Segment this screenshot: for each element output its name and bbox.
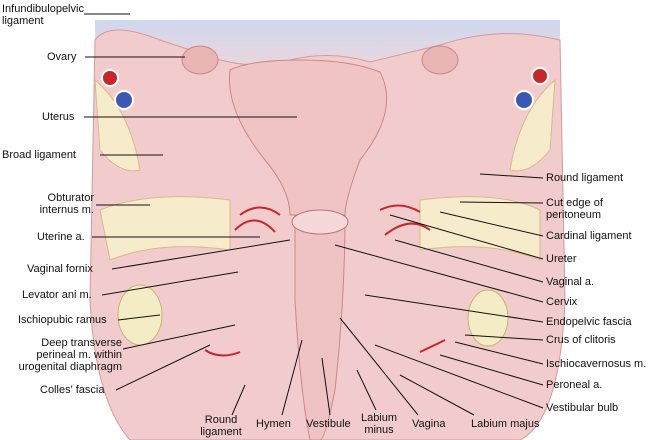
label-ureter: Ureter xyxy=(546,253,577,265)
label-line: Deep transverse xyxy=(41,337,122,349)
label-deep-transverse-perineal: Deep transverse perineal m. within uroge… xyxy=(2,337,122,373)
label-line: ligament xyxy=(200,426,242,438)
label-vaginal-fornix: Vaginal fornix xyxy=(27,263,93,275)
label-line: internus m. xyxy=(39,204,94,216)
label-levator-ani: Levator ani m. xyxy=(22,289,92,301)
label-line: minus xyxy=(364,424,394,436)
label-labium-majus: Labium majus xyxy=(471,418,540,430)
peroneal-arteries xyxy=(204,339,446,357)
label-line: Round xyxy=(204,414,238,426)
label-infundibulopelvic-ligament: Infundibulopelvic ligament xyxy=(2,3,84,27)
label-round-ligament-bottom: Round ligament xyxy=(196,414,246,438)
label-ovary: Ovary xyxy=(47,51,77,63)
label-round-ligament-right: Round ligament xyxy=(546,172,624,184)
left-ischiopubic-ramus xyxy=(117,284,163,346)
label-cardinal-ligament: Cardinal ligament xyxy=(546,230,632,242)
right-bone xyxy=(509,78,556,172)
uterine-arteries xyxy=(234,204,431,236)
label-uterus: Uterus xyxy=(42,111,75,123)
left-bone xyxy=(94,78,141,172)
label-vagina: Vagina xyxy=(412,418,446,430)
label-line: perineal m. within xyxy=(36,349,122,361)
label-broad-ligament: Broad ligament xyxy=(2,149,76,161)
left-ovary xyxy=(181,45,219,75)
vagina-shape xyxy=(294,214,346,440)
label-obturator-internus: Obturator internus m. xyxy=(2,192,94,216)
label-line: ligament xyxy=(2,15,44,27)
cervix-shape xyxy=(291,209,349,235)
leader-lines xyxy=(84,13,544,416)
right-ovary xyxy=(421,45,459,75)
right-ischiopubic-ramus xyxy=(467,289,509,347)
label-ischiopubic-ramus: Ischiopubic ramus xyxy=(18,314,107,326)
label-hymen: Hymen xyxy=(256,418,291,430)
label-cut-edge-peritoneum: Cut edge of peritoneum xyxy=(546,197,603,221)
label-crus-of-clitoris: Crus of clitoris xyxy=(546,334,616,346)
label-line: peritoneum xyxy=(546,209,602,221)
label-line: Infundibulopelvic xyxy=(2,3,84,15)
label-ischiocavernosus: Ischiocavernosus m. xyxy=(546,358,647,370)
label-uterine-artery: Uterine a. xyxy=(37,231,85,243)
label-cervix: Cervix xyxy=(546,296,578,308)
label-colles-fascia: Colles' fascia xyxy=(40,384,105,396)
label-line: Cut edge of xyxy=(546,197,603,209)
label-endopelvic-fascia: Endopelvic fascia xyxy=(546,316,632,328)
label-vestibular-bulb: Vestibular bulb xyxy=(546,402,619,414)
label-vestibule: Vestibule xyxy=(306,418,351,430)
label-line: urogenital diaphragm xyxy=(18,361,122,373)
label-peroneal-artery: Peroneal a. xyxy=(546,379,603,391)
label-line: Labium xyxy=(360,412,398,424)
uterus-shape xyxy=(228,59,388,216)
label-line: Obturator xyxy=(47,192,94,204)
label-labium-minus: Labium minus xyxy=(356,412,402,436)
label-vaginal-artery: Vaginal a. xyxy=(546,276,595,288)
pelvis-illustration xyxy=(89,20,566,440)
